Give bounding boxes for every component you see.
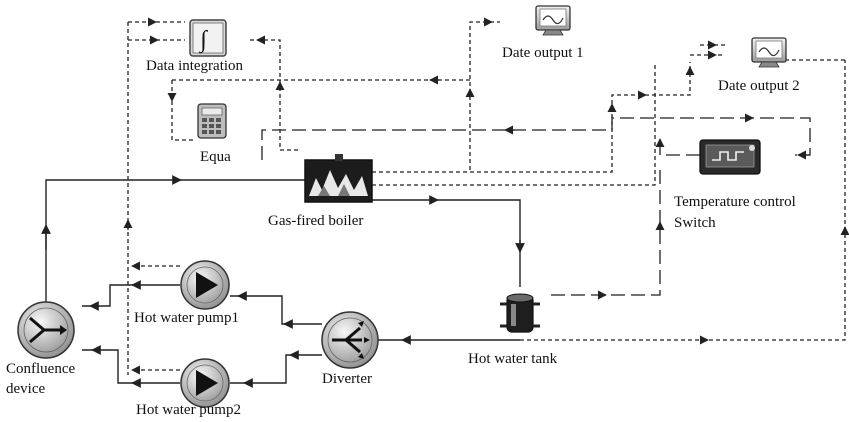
equa-block: Equa [197,103,231,165]
confluence-device-block: Confluence device [6,301,75,397]
hot-water-tank-label: Hot water tank [468,351,558,367]
water-loop-lines [41,175,525,388]
pump-icon [180,260,230,310]
svg-text:∫: ∫ [198,27,208,54]
diverter-icon [321,311,379,369]
integral-icon: ∫ [189,19,227,57]
control-lines [261,113,811,300]
confluence-device-label-line1: Confluence [6,361,75,377]
data-integration-label: Data integration [146,58,244,74]
confluence-device-label-line2: device [6,381,45,397]
gas-fired-boiler-label: Gas-fired boiler [268,213,363,229]
temperature-control-switch-block: Temperature control Switch [674,139,796,231]
monitor-icon [751,37,787,68]
boiler-icon [304,154,373,203]
pump-icon [180,358,230,408]
temperature-control-label-line2: Switch [674,215,716,231]
calculator-icon [197,103,227,139]
temperature-control-label-line1: Temperature control [674,194,796,210]
hot-water-pump-1-block: Hot water pump1 [134,260,239,326]
data-integration-block: ∫ Data integration [146,19,244,74]
equa-label: Equa [200,149,231,165]
date-output-1-label: Date output 1 [502,45,584,61]
date-output-2-block: Date output 2 [718,37,800,94]
hot-water-pump-2-label: Hot water pump2 [136,402,241,418]
hot-water-pump-1-label: Hot water pump1 [134,310,239,326]
diverter-label: Diverter [322,371,372,387]
diverter-block: Diverter [321,311,379,387]
mixer-icon [17,301,75,359]
date-output-2-label: Date output 2 [718,78,800,94]
gas-fired-boiler-block: Gas-fired boiler [268,154,373,229]
signal-lines [123,17,849,375]
date-output-1-block: Date output 1 [502,5,584,61]
hot-water-tank-block: Hot water tank [468,293,558,367]
monitor-icon [535,5,571,36]
tank-icon [500,293,540,333]
hot-water-pump-2-block: Hot water pump2 [136,358,241,418]
controller-icon [699,139,761,175]
